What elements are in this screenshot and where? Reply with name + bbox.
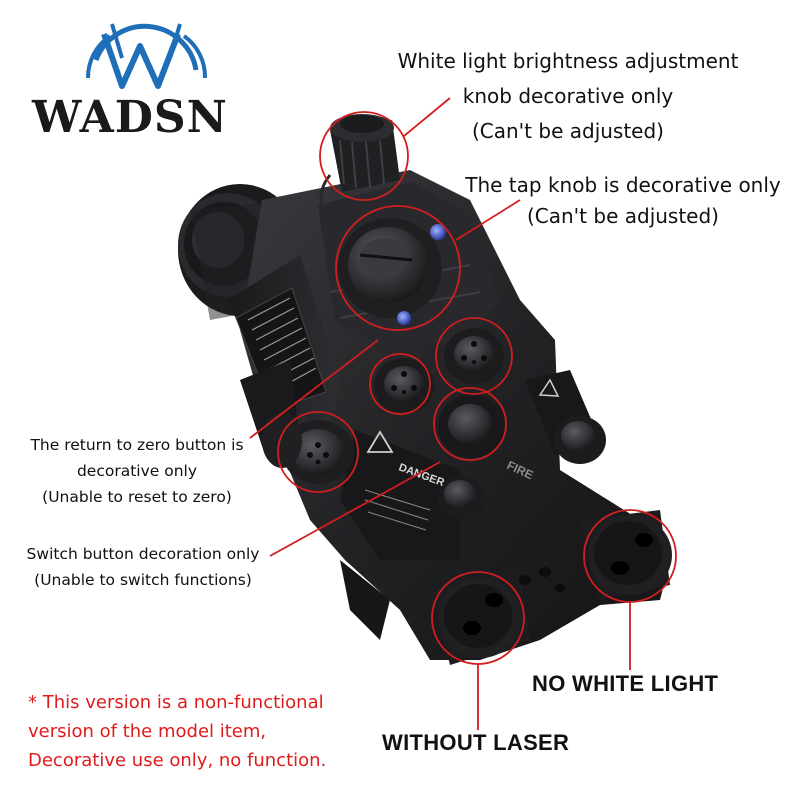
disclaimer-line: * This version is a non-functional xyxy=(28,692,324,713)
brightness-knob xyxy=(319,114,400,206)
no-white-light-label: NO WHITE LIGHT xyxy=(532,671,719,696)
annotation-line: (Can't be adjusted) xyxy=(471,119,664,143)
annotation-line: The tap knob is decorative only xyxy=(465,173,781,197)
tap-knob xyxy=(338,218,446,325)
wadsn-logo-icon xyxy=(85,23,208,89)
callout-switch xyxy=(269,387,507,557)
danger-label-front: DANGER xyxy=(340,430,460,560)
annotation-line: (Unable to reset to zero) xyxy=(42,488,232,506)
side-port xyxy=(262,412,354,484)
annotation-line: Switch button decoration only xyxy=(26,545,260,563)
zero-button xyxy=(374,358,434,414)
annotation-tap-knob: The tap knob is decorative only (Can't b… xyxy=(462,170,784,232)
fire-button xyxy=(438,416,606,520)
annotation-switch-button: Switch button decoration only (Unable to… xyxy=(10,541,276,593)
annotation-zero-button: The return to zero button is decorative … xyxy=(14,432,260,510)
callout-tap xyxy=(335,199,521,331)
screw-icon xyxy=(430,224,446,240)
annotation-line: knob decorative only xyxy=(462,84,674,108)
disclaimer-line: version of the model item, xyxy=(28,721,267,742)
without-laser-label: WITHOUT LASER xyxy=(382,730,570,755)
callout-white-light xyxy=(583,509,677,670)
annotation-line: White light brightness adjustment xyxy=(397,49,739,73)
annotation-brightness-knob: White light brightness adjustment knob d… xyxy=(388,44,748,149)
switch-button xyxy=(438,394,506,458)
callout-laser xyxy=(431,571,525,730)
laser-emitter xyxy=(430,570,530,665)
white-light-emitter xyxy=(580,510,672,600)
annotation-line: The return to zero button is xyxy=(30,436,244,454)
brand-logo-text: WADSN xyxy=(32,92,228,143)
callout-zero xyxy=(249,317,513,493)
mode-button xyxy=(444,328,504,384)
disclaimer-line: Decorative use only, no function. xyxy=(28,750,327,771)
callout-brightness xyxy=(319,97,451,201)
annotation-line: (Can't be adjusted) xyxy=(526,204,719,228)
disclaimer-note: * This version is a non-functional versi… xyxy=(28,688,326,775)
screw-icon xyxy=(397,311,411,325)
annotation-line: (Unable to switch functions) xyxy=(34,571,252,589)
annotation-line: decorative only xyxy=(76,462,198,480)
